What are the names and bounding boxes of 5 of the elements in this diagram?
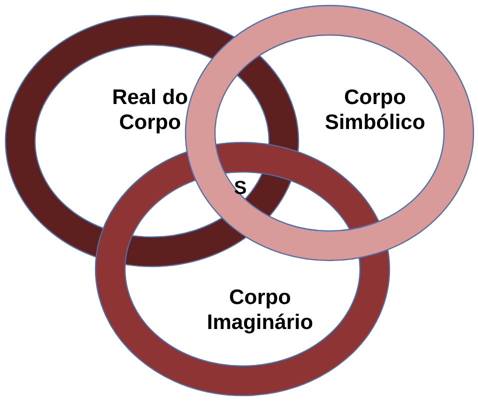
ring-label: Real do Corpo [111, 85, 189, 135]
center-label: S [234, 178, 247, 200]
ring-label: Corpo Simbólico [324, 85, 426, 135]
ring [95, 142, 390, 396]
ring-label: Corpo Imaginário [206, 285, 314, 335]
